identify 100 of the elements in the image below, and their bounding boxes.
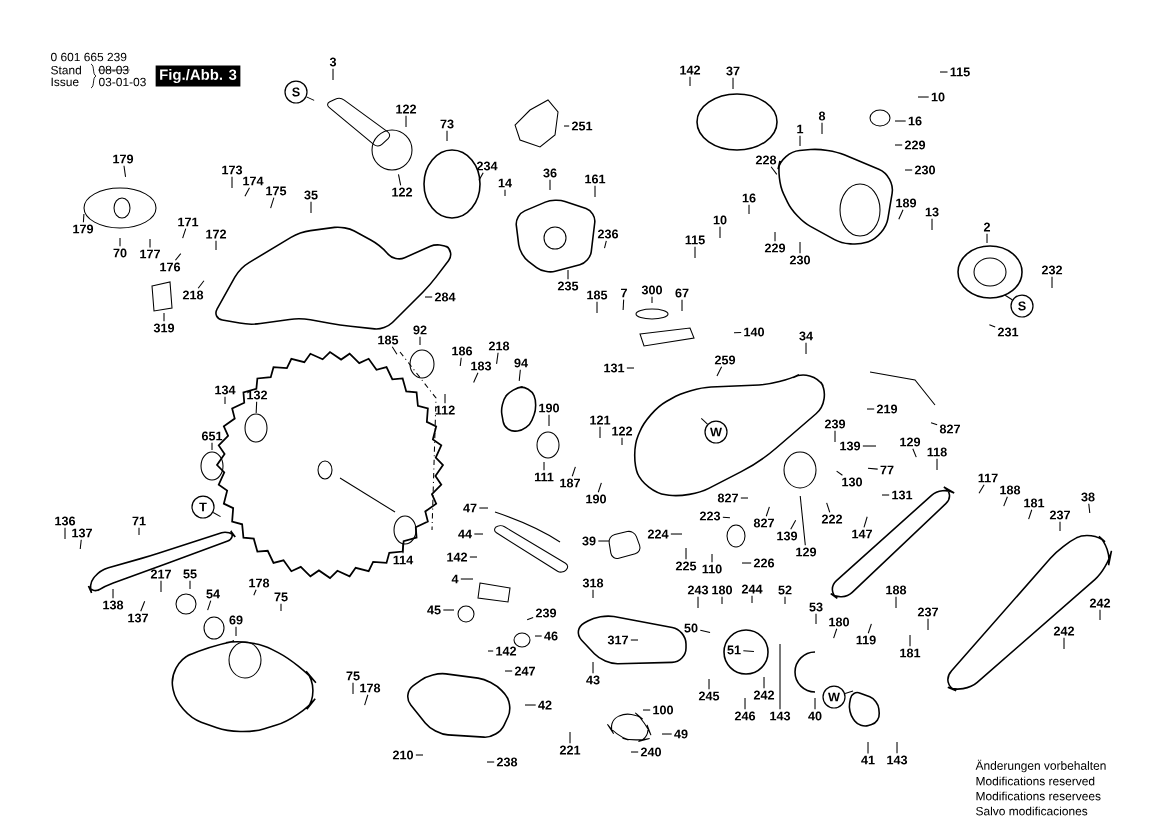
leader-line: [681, 299, 683, 312]
callout-number: 244: [741, 584, 763, 594]
callout-number: 114: [393, 555, 414, 565]
leader-line: [197, 280, 205, 289]
callout-number: 229: [904, 140, 926, 150]
leader-line: [478, 507, 489, 509]
leader-line: [473, 533, 484, 535]
leader-line: [867, 623, 872, 634]
callout-number: 185: [587, 290, 608, 300]
leader-line: [211, 442, 213, 451]
leader-line: [79, 539, 82, 550]
leader-line: [896, 741, 898, 754]
leader-line: [496, 352, 499, 365]
leader-line: [927, 618, 929, 631]
callout-number: 188: [1000, 485, 1021, 495]
callout-number: 175: [266, 186, 287, 196]
callout-number: 188: [886, 585, 907, 595]
callout-number: 16: [742, 193, 756, 203]
leader-line: [1003, 496, 1008, 507]
leader-line: [765, 506, 770, 517]
callout-number: 179: [73, 224, 94, 234]
callout-number: 190: [586, 494, 607, 504]
note-text: Änderungen vorbehalten: [975, 759, 1106, 773]
leader-line: [790, 519, 797, 530]
callout-number: 55: [183, 569, 197, 579]
callout-number: 140: [744, 327, 765, 337]
callout-number: 147: [852, 529, 872, 539]
leader-line: [867, 741, 869, 754]
leader-line: [833, 628, 838, 639]
callout-number: 142: [496, 646, 517, 656]
leader-line: [689, 76, 691, 87]
callout-number: 138: [103, 600, 124, 610]
leader-line: [518, 369, 521, 382]
leader-line: [748, 204, 750, 215]
callout-number: 221: [559, 745, 581, 755]
callout-number: 51: [727, 645, 741, 655]
callout-number: 110: [702, 564, 722, 574]
leader-line: [1059, 521, 1061, 532]
leader-line: [988, 324, 996, 328]
leader-line: [744, 697, 746, 710]
callout-number: 2: [983, 222, 990, 232]
callout-number: 232: [1041, 265, 1063, 275]
callout-number: 71: [132, 516, 146, 526]
leader-line: [160, 580, 162, 593]
leader-line: [642, 709, 651, 711]
note-text: Modifications reserved: [976, 776, 1095, 786]
leader-line: [163, 312, 165, 322]
callout-number: 176: [160, 262, 181, 272]
callout-number: 137: [72, 528, 92, 538]
leader-line: [397, 173, 402, 186]
callout-number: 179: [113, 154, 134, 164]
callout-number: 130: [842, 477, 863, 487]
leader-line: [626, 367, 635, 369]
callout-number: 69: [229, 615, 243, 625]
leader-line: [364, 694, 369, 706]
callout-number: 239: [824, 419, 846, 429]
leader-line: [212, 512, 222, 518]
leader-line: [931, 218, 933, 231]
callout-number: 226: [753, 558, 775, 568]
leader-line: [799, 495, 806, 546]
leader-line: [224, 396, 226, 405]
leader-line: [123, 165, 127, 178]
callout-number: 161: [585, 174, 606, 184]
leader-line: [863, 516, 868, 528]
callout-number: 142: [447, 552, 468, 562]
leader-line: [306, 96, 315, 101]
leader-line: [722, 516, 731, 519]
callout-number: 178: [249, 578, 270, 588]
callout-number: 231: [997, 327, 1019, 337]
callout-number: 178: [360, 683, 381, 693]
callout-number: 44: [458, 529, 472, 539]
callout-number: 217: [150, 569, 171, 579]
callout-number: 139: [777, 531, 798, 541]
leader-line: [255, 401, 258, 414]
callout-number: 180: [829, 617, 850, 627]
callout-number: 122: [612, 426, 633, 436]
leader-line: [721, 596, 723, 605]
callout-number: 37: [726, 66, 740, 76]
callout-number: 111: [534, 472, 554, 482]
callout-number: 300: [641, 285, 663, 295]
callout-number: 75: [346, 671, 360, 681]
callout-number: 223: [699, 511, 721, 521]
callout-number: 137: [128, 613, 148, 623]
leader-line: [799, 241, 801, 254]
leader-line: [460, 578, 474, 580]
leader-line: [597, 540, 610, 542]
leader-line: [733, 332, 742, 334]
leader-line: [867, 467, 879, 470]
leader-line: [149, 238, 151, 248]
callout-number: 180: [712, 585, 733, 595]
callout-number: 40: [808, 711, 822, 721]
callout-number: 319: [153, 323, 175, 333]
callout-number: 174: [243, 176, 264, 186]
callout-number: 247: [514, 666, 535, 676]
leader-line: [444, 393, 446, 404]
leader-line: [836, 470, 843, 476]
callout-number: 3: [329, 57, 337, 67]
figure-tag: Fig./Abb. 3: [155, 65, 241, 87]
leader-line: [630, 639, 639, 641]
leader-line: [253, 589, 257, 596]
